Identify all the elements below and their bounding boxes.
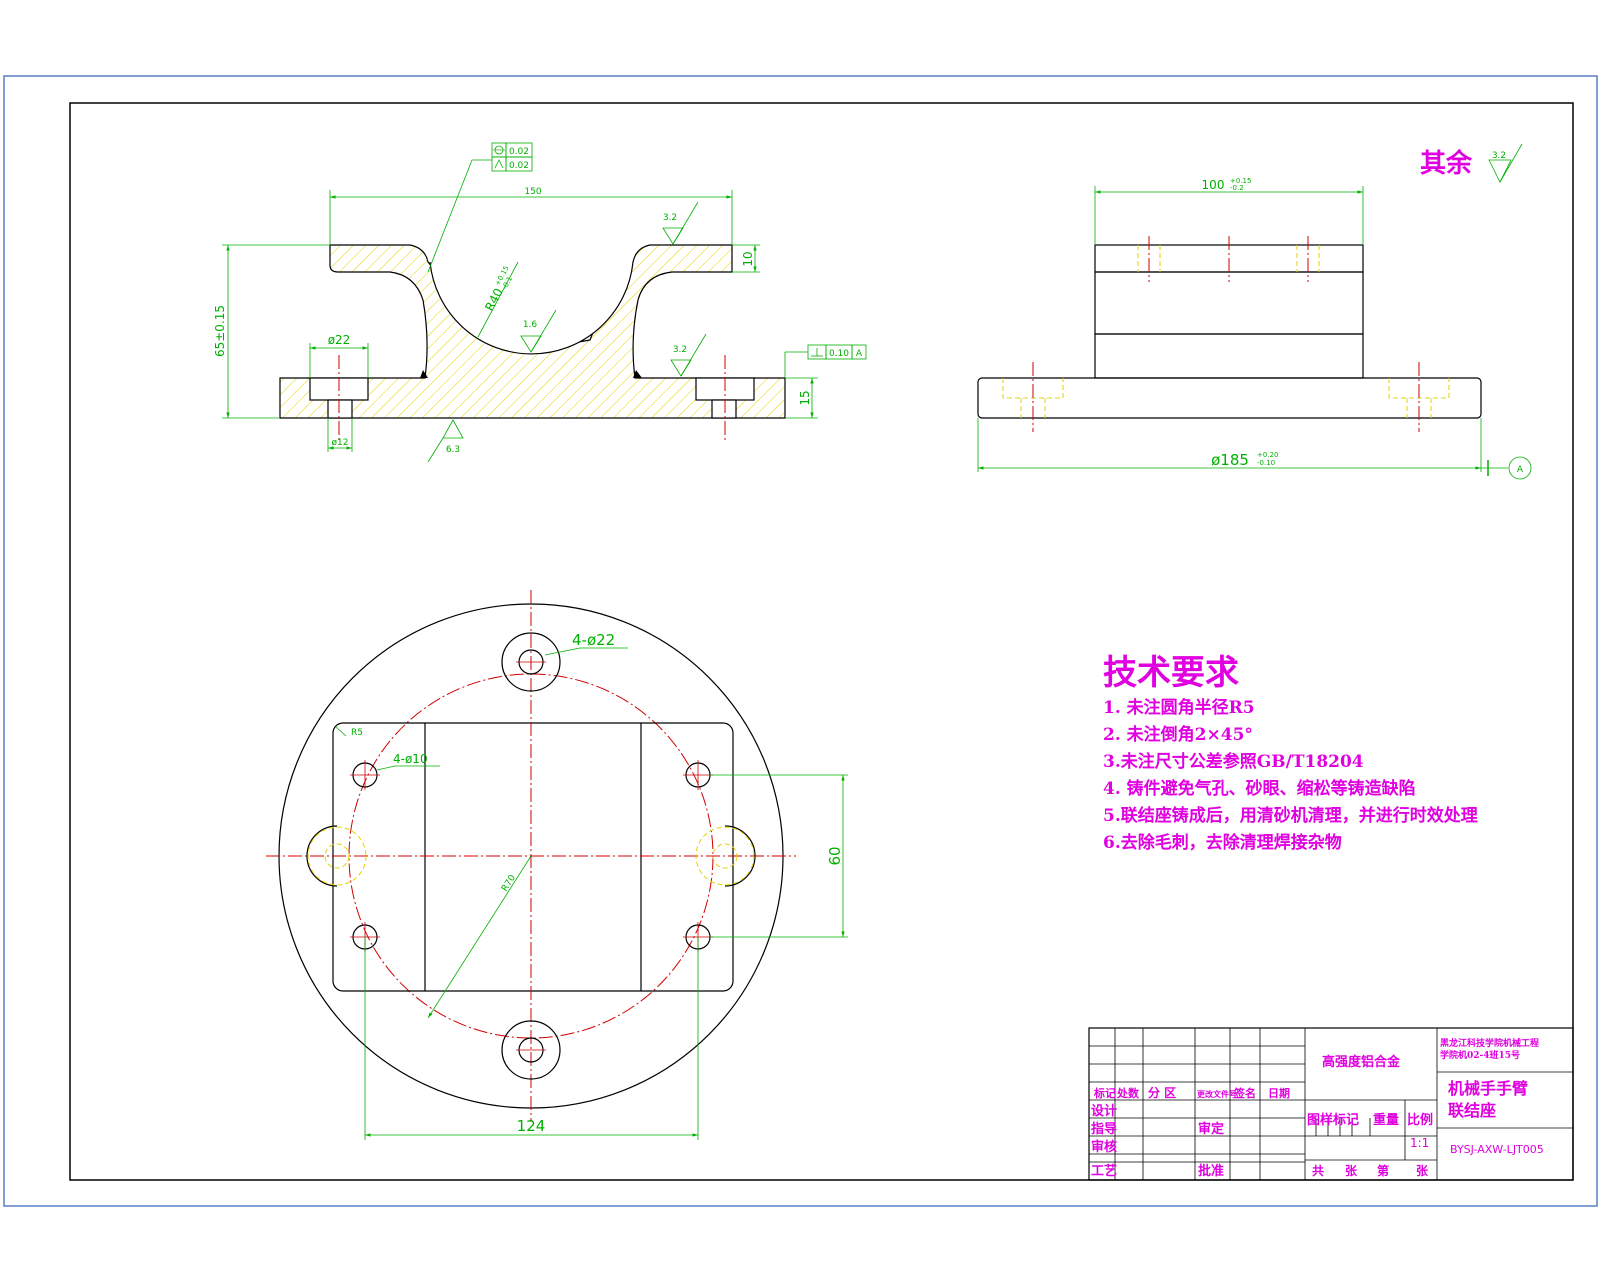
roughness-top: 3.2 bbox=[662, 201, 699, 245]
svg-text:-0.10: -0.10 bbox=[1257, 459, 1275, 467]
svg-text:3.2: 3.2 bbox=[1492, 151, 1506, 161]
svg-text:0.10: 0.10 bbox=[829, 349, 849, 359]
svg-text:审定: 审定 bbox=[1198, 1121, 1224, 1137]
svg-text:更改文件号: 更改文件号 bbox=[1197, 1089, 1237, 1099]
svg-text:批准: 批准 bbox=[1198, 1163, 1224, 1179]
scale: 1:1 bbox=[1410, 1136, 1429, 1150]
dim-base: 15 bbox=[798, 390, 812, 405]
svg-text:1.6: 1.6 bbox=[523, 320, 538, 330]
dim-width: 150 bbox=[524, 187, 541, 197]
svg-text:图样标记: 图样标记 bbox=[1307, 1112, 1359, 1128]
part-name: 机械手手臂 bbox=[1448, 1079, 1528, 1098]
side-dim-width: 100 bbox=[1202, 178, 1225, 192]
tech-item-6: 6.去除毛刺，去除清理焊接杂物 bbox=[1103, 832, 1342, 853]
tech-title: 技术要求 bbox=[1103, 653, 1239, 693]
svg-text:3.2: 3.2 bbox=[663, 213, 677, 223]
svg-text:其余: 其余 bbox=[1420, 148, 1473, 179]
svg-text:0.02: 0.02 bbox=[509, 161, 529, 171]
svg-text:日期: 日期 bbox=[1268, 1086, 1290, 1100]
roughness-bottom: 6.3 bbox=[427, 419, 464, 463]
outer-frame bbox=[3, 75, 1598, 1207]
svg-text:联结座: 联结座 bbox=[1448, 1101, 1496, 1120]
svg-text:签名: 签名 bbox=[1233, 1086, 1256, 1100]
dim-holes-small: 4-ø10 bbox=[393, 752, 428, 766]
tech-item-4: 4. 铸件避免气孔、砂眼、缩松等铸造缺陷 bbox=[1103, 778, 1416, 799]
svg-text:+0.20: +0.20 bbox=[1257, 451, 1278, 459]
dim-124: 124 bbox=[517, 1117, 546, 1135]
dim-height: 65±0.15 bbox=[213, 305, 227, 357]
tech-item-2: 2. 未注倒角2×45° bbox=[1103, 724, 1253, 745]
roughness-inner: 1.6 bbox=[520, 309, 557, 353]
svg-text:学院机02-4班15号: 学院机02-4班15号 bbox=[1440, 1049, 1520, 1061]
svg-text:分 区: 分 区 bbox=[1148, 1085, 1176, 1100]
svg-text:A: A bbox=[856, 349, 863, 359]
svg-text:0.02: 0.02 bbox=[509, 147, 529, 157]
material: 高强度铝合金 bbox=[1322, 1054, 1401, 1070]
svg-text:指导: 指导 bbox=[1091, 1121, 1117, 1137]
school: 黑龙江科技学院机械工程 bbox=[1440, 1037, 1539, 1049]
svg-text:6.3: 6.3 bbox=[446, 445, 460, 455]
datum-a: A bbox=[1517, 465, 1524, 475]
svg-text:工艺: 工艺 bbox=[1091, 1163, 1117, 1179]
dim-hole: ø12 bbox=[332, 438, 349, 448]
dim-holes-big: 4-ø22 bbox=[572, 631, 615, 649]
svg-text:审核: 审核 bbox=[1091, 1139, 1117, 1155]
dim-hole-cb: ø22 bbox=[328, 333, 351, 347]
svg-text:共: 共 bbox=[1312, 1163, 1324, 1178]
svg-text:+0.15: +0.15 bbox=[1230, 177, 1251, 185]
svg-text:标记: 标记 bbox=[1093, 1086, 1116, 1100]
svg-text:-0.2: -0.2 bbox=[1230, 184, 1244, 192]
svg-text:张: 张 bbox=[1345, 1163, 1358, 1178]
tech-item-3: 3.未注尺寸公差参照GB/T18204 bbox=[1103, 751, 1364, 772]
gtol-frame-top: 0.02 0.02 bbox=[491, 142, 533, 172]
drawing-no: BYSJ-AXW-LJT005 bbox=[1450, 1143, 1544, 1156]
drawing-border bbox=[69, 102, 1574, 1181]
top-view: 4-ø22 4-ø10 R5 R70 60 124 bbox=[266, 590, 848, 1140]
tech-requirements: 技术要求 1. 未注圆角半径R5 2. 未注倒角2×45° 3.未注尺寸公差参照… bbox=[1103, 653, 1478, 853]
svg-text:3.2: 3.2 bbox=[673, 345, 687, 355]
tech-item-5: 5.联结座铸成后，用清砂机清理，并进行时效处理 bbox=[1103, 805, 1478, 826]
roughness-right: 3.2 bbox=[670, 333, 707, 377]
svg-text:第: 第 bbox=[1377, 1163, 1389, 1178]
svg-text:重量: 重量 bbox=[1373, 1112, 1399, 1128]
front-view: 150 65±0.15 10 15 ø22 ø12 R40 +0.15 -0.1 bbox=[213, 142, 867, 463]
svg-text:处数: 处数 bbox=[1116, 1086, 1140, 1100]
dim-corner: R5 bbox=[351, 728, 363, 738]
svg-text:张: 张 bbox=[1416, 1163, 1429, 1178]
svg-text:设计: 设计 bbox=[1091, 1103, 1117, 1119]
svg-text:比例: 比例 bbox=[1407, 1112, 1433, 1128]
title-block: 标记 处数 分 区 更改文件号 签名 日期 设计 指导 审核 工艺 审定 批准 … bbox=[1088, 1027, 1574, 1181]
side-dim-base: ø185 bbox=[1211, 451, 1249, 469]
gtol-perp: 0.10 A bbox=[807, 344, 867, 360]
tech-item-1: 1. 未注圆角半径R5 bbox=[1103, 697, 1255, 718]
side-view: 100 +0.15 -0.2 ø185 +0.20 -0.10 A bbox=[977, 177, 1532, 480]
dim-60: 60 bbox=[826, 846, 844, 865]
dim-flange: 10 bbox=[741, 251, 755, 266]
dim-pcd: R70 bbox=[500, 873, 518, 894]
rest-roughness: 其余 3.2 bbox=[1420, 143, 1523, 183]
